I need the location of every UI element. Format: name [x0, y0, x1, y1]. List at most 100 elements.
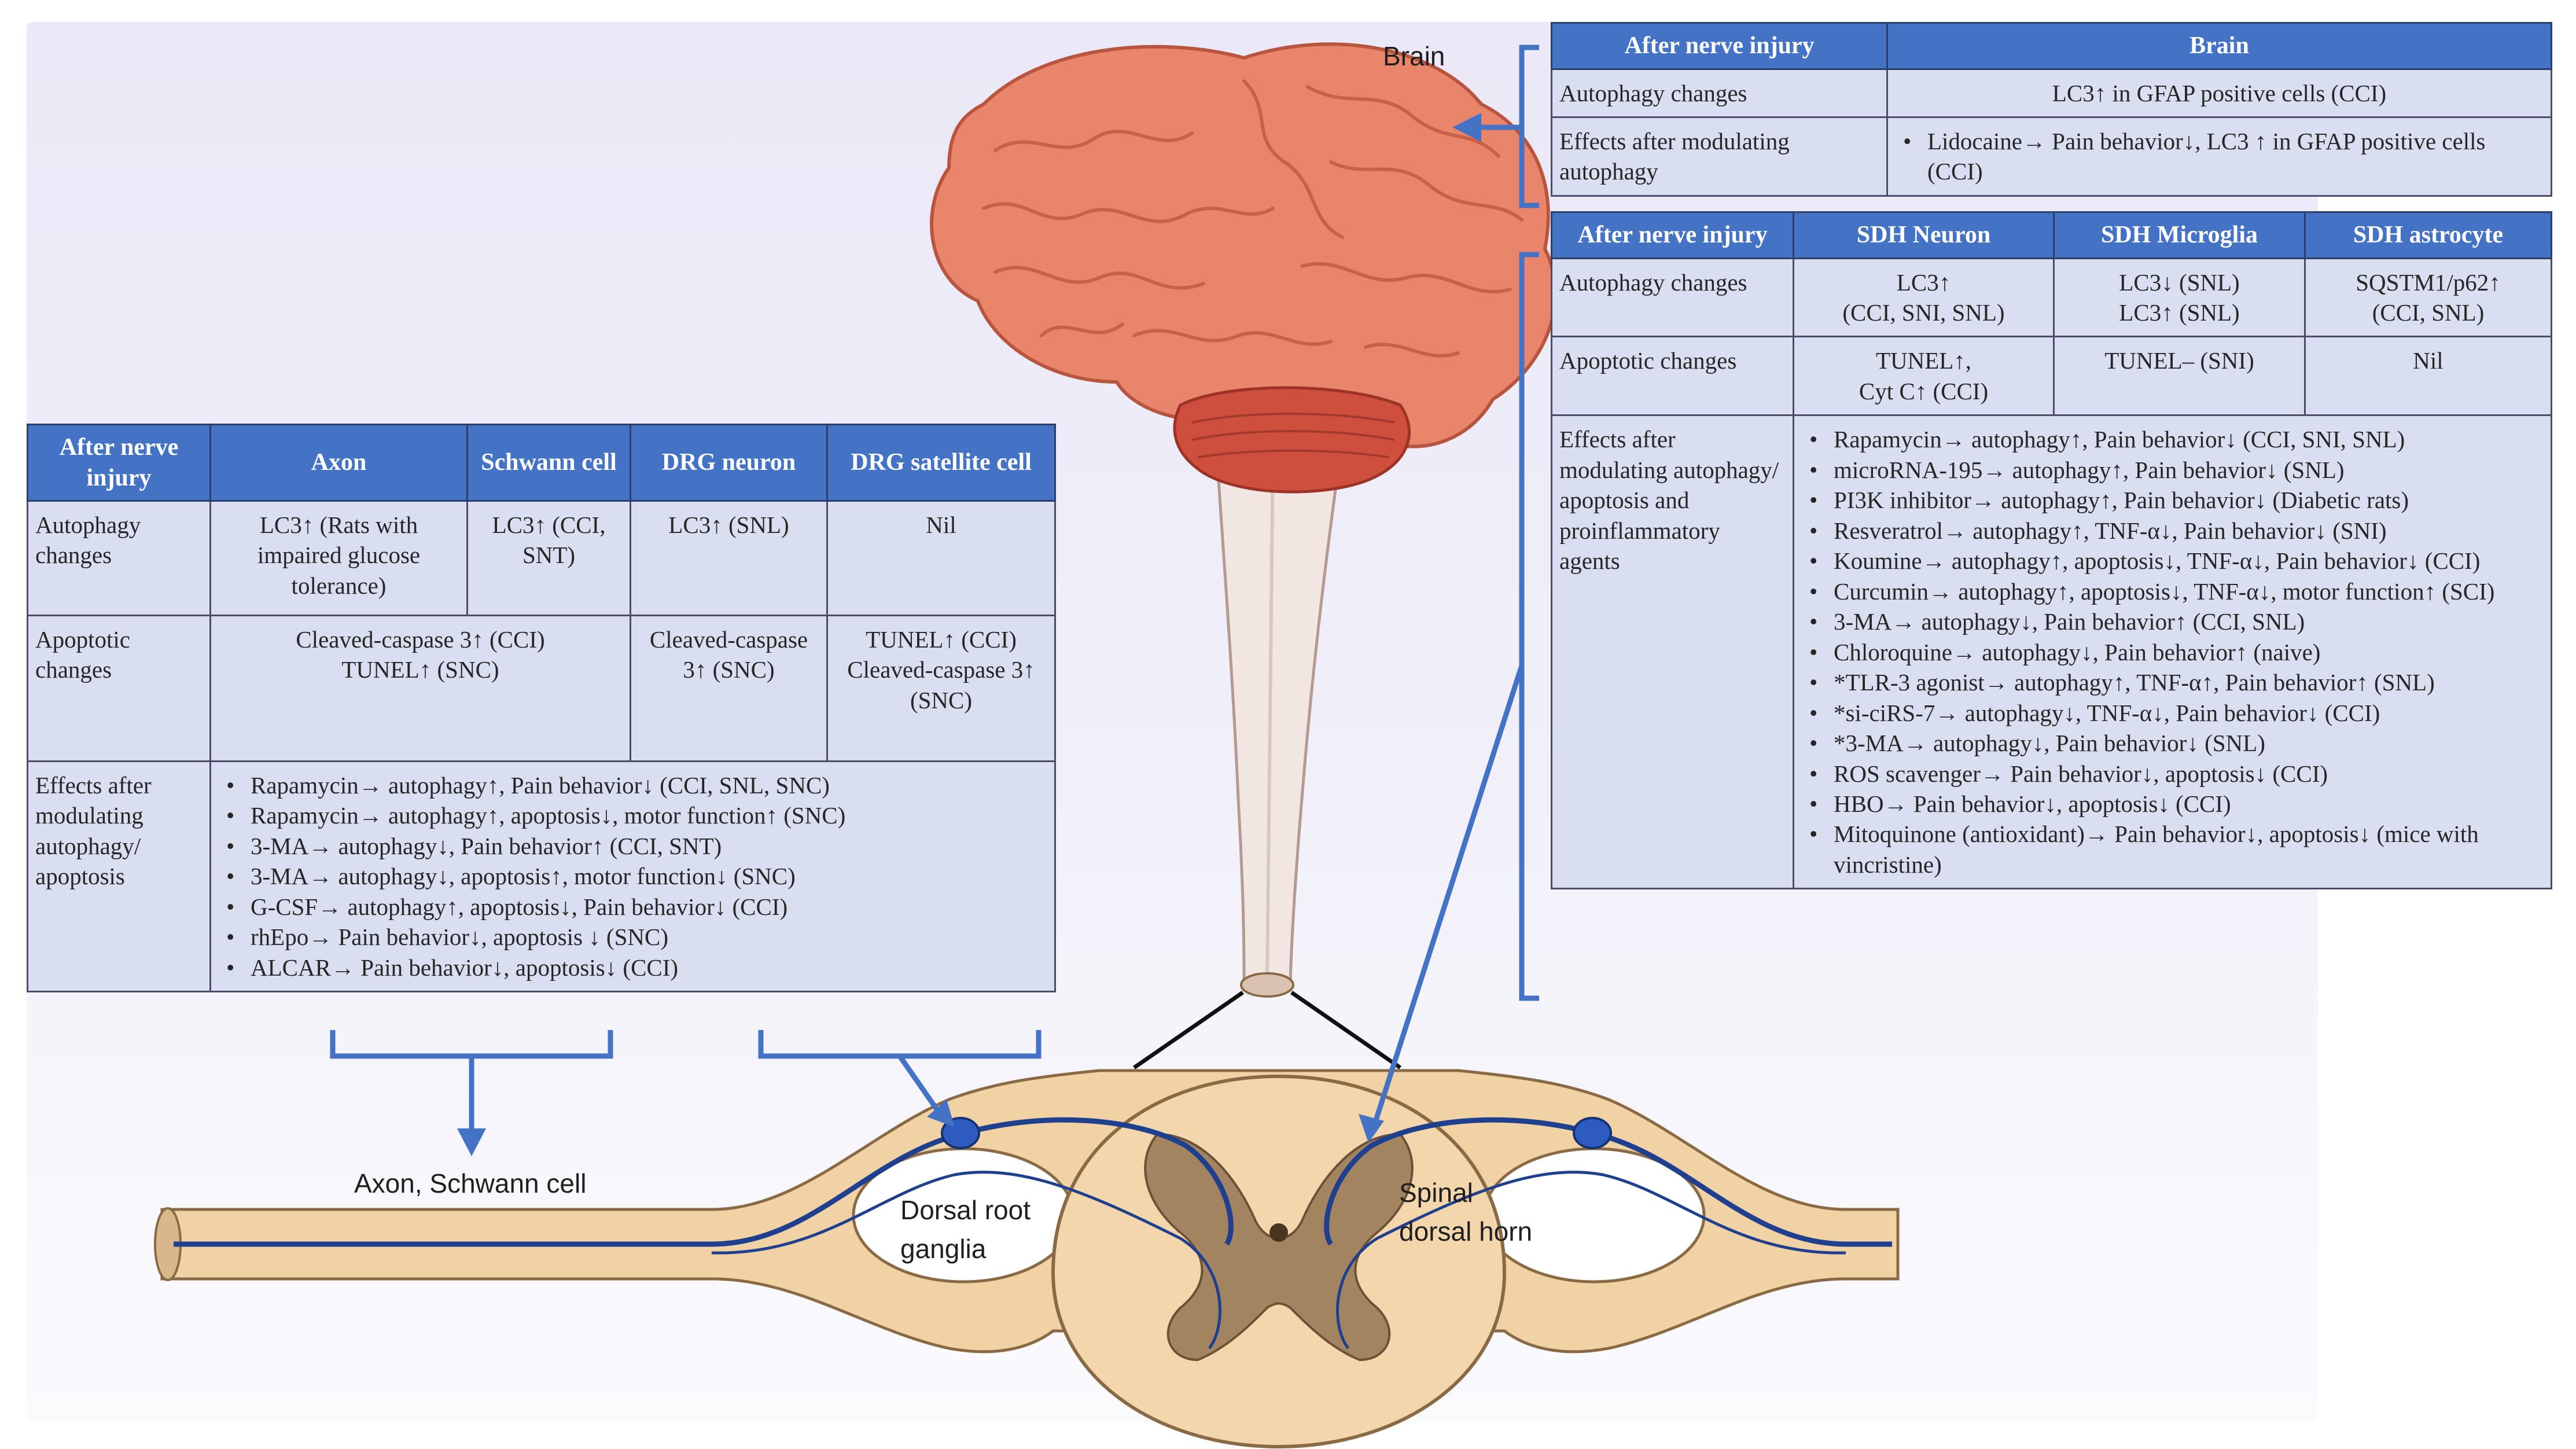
effect-item: ROS scavenger→ Pain behavior↓, apoptosis… [1809, 759, 2544, 789]
drg-neuron-autophagy-cell: LC3↑ (SNL) [630, 500, 828, 616]
peripheral-effects-row: Effects after modulating autophagy/ apop… [27, 760, 1056, 993]
drg-label-line2: ganglia [900, 1233, 987, 1264]
sdh-microglia-apoptotic-cell: TUNEL– (SNI) [2053, 336, 2306, 417]
sdh-microglia-autophagy-line1: LC3↓ (SNL) [2119, 269, 2240, 296]
brain-effects-list: Lidocaine→ Pain behavior↓, LC3 ↑ in GFAP… [1895, 126, 2544, 187]
col-drg-satellite-cell: DRG satellite cell [826, 424, 1056, 502]
brain-illustration [930, 42, 1558, 494]
peripheral-table: After nerve injury Axon Schwann cell DRG… [27, 424, 1056, 993]
col-axon: Axon [209, 424, 468, 502]
brain-autophagy-cell: LC3↑ in GFAP positive cells (CCI) [1886, 68, 2552, 118]
satellite-apoptotic-line2: Cleaved-caspase 3↑ (SNC) [847, 656, 1035, 714]
effect-item: Lidocaine→ Pain behavior↓, LC3 ↑ in GFAP… [1903, 126, 2544, 187]
sdh-astrocyte-autophagy-line2: (CCI, SNL) [2372, 299, 2485, 326]
sdh-microglia-autophagy-cell: LC3↓ (SNL) LC3↑ (SNL) [2053, 257, 2306, 338]
right-nerve-fiber [1324, 1117, 1892, 1247]
spinal-cord-illustration [154, 1069, 1900, 1449]
sdh-neuron-apoptotic-cell: TUNEL↑, Cyt C↑ (CCI) [1793, 336, 2055, 417]
satellite-autophagy-cell: Nil [826, 500, 1056, 616]
effect-item: ALCAR→ Pain behavior↓, apoptosis↓ (CCI) [226, 952, 1047, 983]
sdh-label-line1: Spinal [1399, 1178, 1473, 1208]
effect-item: Rapamycin→ autophagy↑, Pain behavior↓ (C… [1809, 424, 2544, 455]
effect-item: rhEpo→ Pain behavior↓, apoptosis ↓ (SNC) [226, 922, 1047, 952]
sdh-astrocyte-autophagy-line1: SQSTM1/p62↑ [2356, 269, 2501, 296]
drg-label: Dorsal root ganglia [900, 1191, 1031, 1268]
brain-col-after-injury: After nerve injury [1551, 22, 1888, 70]
effect-item: *3-MA→ autophagy↓, Pain behavior↓ (SNL) [1809, 728, 2544, 759]
effect-item: Curcumin→ autophagy↑, apoptosis↓, TNF-α↓… [1809, 576, 2544, 607]
brain-table: After nerve injury Brain Autophagy chang… [1551, 22, 2552, 197]
sdh-microglia-autophagy-line2: LC3↑ (SNL) [2119, 299, 2240, 326]
peripheral-autophagy-row: Autophagy changes LC3↑ (Rats with impair… [27, 500, 1056, 616]
brain-label: Brain [1383, 41, 1445, 71]
sdh-astrocyte-apoptotic-cell: Nil [2304, 336, 2552, 417]
axon-schwann-apoptotic-cell: Cleaved-caspase 3↑ (CCI) TUNEL↑ (SNC) [209, 615, 631, 762]
gray-matter [1144, 1132, 1414, 1362]
sdh-neuron-autophagy-line2: (CCI, SNI, SNL) [1842, 299, 2005, 326]
effect-item: HBO→ Pain behavior↓, apoptosis↓ (CCI) [1809, 789, 2544, 819]
sdh-neuron-autophagy-cell: LC3↑ (CCI, SNI, SNL) [1793, 257, 2055, 338]
sdh-neuron-apoptotic-line2: Cyt C↑ (CCI) [1859, 377, 1989, 404]
col-after-injury: After nerve injury [27, 424, 211, 502]
effect-item: microRNA-195→ autophagy↑, Pain behavior↓… [1809, 455, 2544, 486]
axon-schwann-label: Axon, Schwann cell [354, 1168, 587, 1198]
sdh-label: Spinal dorsal horn [1399, 1174, 1532, 1251]
satellite-apoptotic-cell: TUNEL↑ (CCI) Cleaved-caspase 3↑ (SNC) [826, 615, 1056, 762]
peripheral-apoptotic-row: Apoptotic changes Cleaved-caspase 3↑ (CC… [27, 615, 1056, 762]
brain-effects-row: Effects after modulating autophagy Lidoc… [1551, 116, 2552, 197]
sdh-effects-list: Rapamycin→ autophagy↑, Pain behavior↓ (C… [1801, 424, 2544, 880]
connector-arrowheads [457, 113, 1481, 1156]
effect-item: Rapamycin→ autophagy↑, apoptosis↓, motor… [226, 800, 1047, 831]
brainstem-illustration [1133, 426, 1401, 1069]
sdh-header-row: After nerve injury SDH Neuron SDH Microg… [1551, 211, 2552, 259]
sdh-neuron-autophagy-line1: LC3↑ [1896, 269, 1951, 296]
sdh-col-microglia: SDH Microglia [2053, 211, 2306, 259]
peripheral-effects-list: Rapamycin→ autophagy↑, Pain behavior↓ (C… [218, 770, 1047, 983]
col-drg-neuron: DRG neuron [630, 424, 828, 502]
sdh-label-line2: dorsal horn [1399, 1216, 1533, 1246]
peripheral-effects-cell: Rapamycin→ autophagy↑, Pain behavior↓ (C… [209, 760, 1056, 993]
brain-autophagy-row: Autophagy changes LC3↑ in GFAP positive … [1551, 68, 2552, 118]
sdh-col-astrocyte: SDH astrocyte [2304, 211, 2552, 259]
brain-col-brain: Brain [1886, 22, 2552, 70]
sdh-effects-cell: Rapamycin→ autophagy↑, Pain behavior↓ (C… [1793, 414, 2552, 890]
sdh-astrocyte-autophagy-cell: SQSTM1/p62↑ (CCI, SNL) [2304, 257, 2552, 338]
drg-label-line1: Dorsal root [900, 1195, 1031, 1225]
axon-autophagy-cell: LC3↑ (Rats with impaired glucose toleran… [209, 500, 468, 616]
drg-bracket [758, 1030, 1042, 1059]
cerebellum [1173, 386, 1411, 494]
sdh-effects-row: Effects after modulating autophagy/ apop… [1551, 414, 2552, 890]
effect-item: Koumine→ autophagy↑, apoptosis↓, TNF-α↓,… [1809, 546, 2544, 576]
peripheral-header-row: After nerve injury Axon Schwann cell DRG… [27, 424, 1056, 502]
sdh-autophagy-row: Autophagy changes LC3↑ (CCI, SNI, SNL) L… [1551, 257, 2552, 338]
effect-item: *si-ciRS-7→ autophagy↓, TNF-α↓, Pain beh… [1809, 698, 2544, 729]
axon-schwann-apoptotic-line2: TUNEL↑ (SNC) [341, 656, 499, 683]
axon-schwann-bracket [330, 1030, 613, 1059]
effect-item: 3-MA→ autophagy↓, apoptosis↑, motor func… [226, 861, 1047, 892]
sdh-neuron-apoptotic-line1: TUNEL↑, [1875, 347, 1972, 374]
brain-row-label-effects: Effects after modulating autophagy [1551, 116, 1888, 197]
sdh-table: After nerve injury SDH Neuron SDH Microg… [1551, 211, 2552, 890]
effect-item: Resveratrol→ autophagy↑, TNF-α↓, Pain be… [1809, 516, 2544, 546]
effect-item: Mitoquinone (antioxidant)→ Pain behavior… [1809, 819, 2544, 880]
sdh-row-label-effects: Effects after modulating autophagy/ apop… [1551, 414, 1794, 890]
axon-schwann-apoptotic-line1: Cleaved-caspase 3↑ (CCI) [296, 626, 545, 653]
brain-header-row: After nerve injury Brain [1551, 22, 2552, 70]
effect-item: Chloroquine→ autophagy↓, Pain behavior↑ … [1809, 637, 2544, 668]
sdh-row-label-autophagy: Autophagy changes [1551, 257, 1794, 338]
effect-item: Rapamycin→ autophagy↑, Pain behavior↓ (C… [226, 770, 1047, 801]
sdh-row-label-apoptotic: Apoptotic changes [1551, 336, 1794, 417]
sdh-bracket [1519, 252, 1539, 1001]
sdh-col-after-injury: After nerve injury [1551, 211, 1794, 259]
brain-effects-cell: Lidocaine→ Pain behavior↓, LC3 ↑ in GFAP… [1886, 116, 2552, 197]
sdh-apoptotic-row: Apoptotic changes TUNEL↑, Cyt C↑ (CCI) T… [1551, 336, 2552, 417]
brain-row-label-autophagy: Autophagy changes [1551, 68, 1888, 118]
col-schwann-cell: Schwann cell [466, 424, 631, 502]
right-drg-cell [1573, 1117, 1612, 1149]
effect-item: G-CSF→ autophagy↑, apoptosis↓, Pain beha… [226, 892, 1047, 922]
effect-item: *TLR-3 agonist→ autophagy↑, TNF-α↑, Pain… [1809, 667, 2544, 698]
sdh-col-neuron: SDH Neuron [1793, 211, 2055, 259]
left-nerve-fiber [174, 1117, 1234, 1247]
